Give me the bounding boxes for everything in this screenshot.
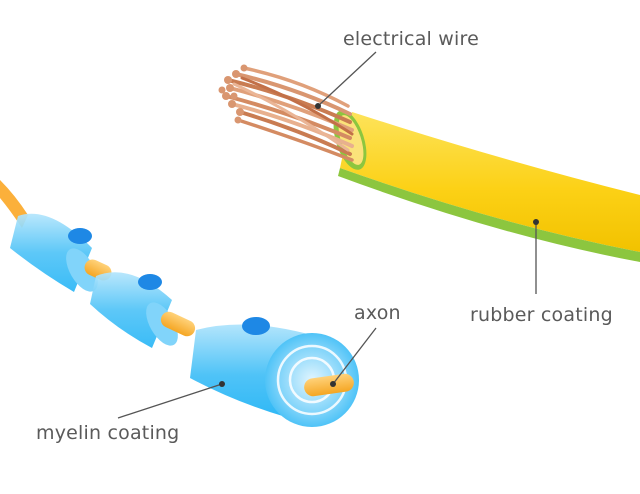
schwann-nuclei — [68, 228, 270, 335]
electrical-wire — [218, 64, 640, 262]
label-myelin-coating: myelin coating — [36, 422, 180, 444]
label-axon: axon — [354, 302, 401, 324]
myelin-segment-1 — [10, 213, 98, 292]
label-rubber-coating: rubber coating — [470, 304, 613, 326]
leader-axon — [332, 327, 377, 385]
copper-strands — [224, 66, 354, 162]
leader-myelin-coating — [117, 383, 223, 419]
myelin-segment-2 — [90, 272, 178, 348]
leader-lines — [117, 51, 537, 419]
strand-tips — [218, 64, 248, 124]
myelin-segment-3 — [190, 324, 359, 427]
myelinated-axon — [0, 180, 359, 427]
leader-dots — [219, 103, 539, 387]
rubber-green-stripe — [338, 168, 640, 262]
label-electrical-wire: electrical wire — [343, 28, 479, 50]
rubber-coating-body — [340, 112, 640, 252]
leader-electrical-wire — [317, 51, 377, 107]
axon-exposed-2 — [160, 311, 196, 337]
axon-core — [304, 373, 354, 397]
